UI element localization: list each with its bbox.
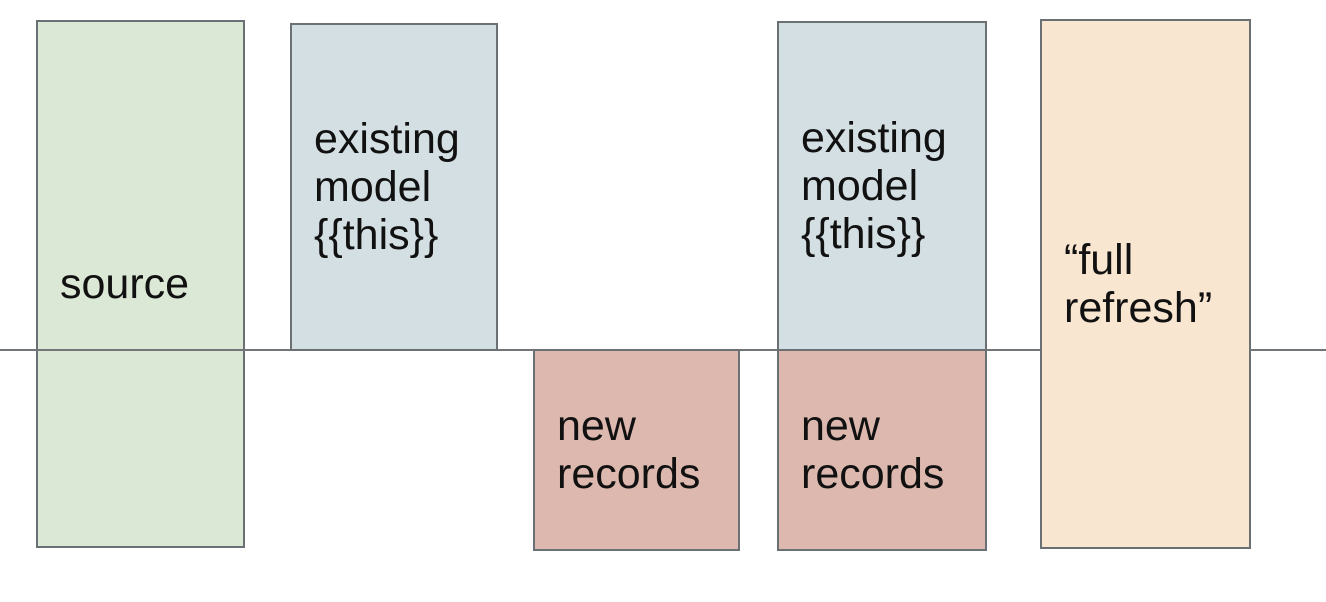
box-full-refresh-label: “full refresh” bbox=[1064, 236, 1213, 332]
box-existing-model-1: existing model {{this}} bbox=[290, 23, 498, 351]
box-new-records-1: new records bbox=[533, 349, 740, 551]
box-existing-model-2-label: existing model {{this}} bbox=[801, 114, 947, 258]
box-existing-model-2: existing model {{this}} bbox=[777, 21, 987, 351]
box-new-records-2: new records bbox=[777, 349, 987, 551]
box-source: source bbox=[36, 20, 245, 548]
box-new-records-2-label: new records bbox=[801, 402, 945, 498]
box-source-label: source bbox=[60, 260, 190, 308]
box-full-refresh: “full refresh” bbox=[1040, 19, 1251, 549]
box-new-records-1-label: new records bbox=[557, 402, 701, 498]
box-existing-model-1-label: existing model {{this}} bbox=[314, 115, 460, 259]
